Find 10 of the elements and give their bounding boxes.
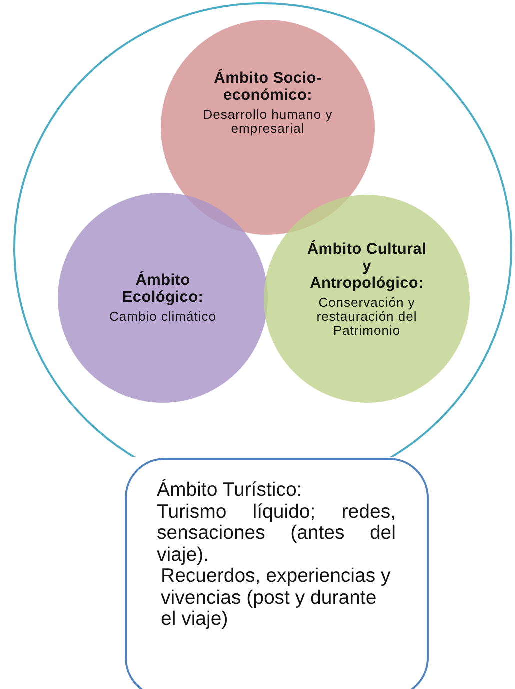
heading-text: Ámbito Socio-económico:	[213, 70, 323, 104]
heading-text: Ámbito Cultural y Antropológico:	[306, 240, 428, 292]
text-box	[125, 458, 429, 689]
heading-text: Ámbito Turístico:	[157, 480, 304, 502]
description-text: Cambio climático	[110, 310, 216, 324]
paragraph-text: Turismo líquido; redes, sensaciones (antes del viaje).	[157, 502, 396, 566]
description-text: Conservación y restauración del Patrimonio	[316, 296, 418, 338]
description-text: Desarrollo humano y empresarial	[202, 108, 334, 136]
paragraph-text: Recuerdos, experiencias y vivencias (post y durante el viaje)	[160, 566, 392, 630]
heading-text: Ámbito Ecológico:	[121, 272, 205, 306]
